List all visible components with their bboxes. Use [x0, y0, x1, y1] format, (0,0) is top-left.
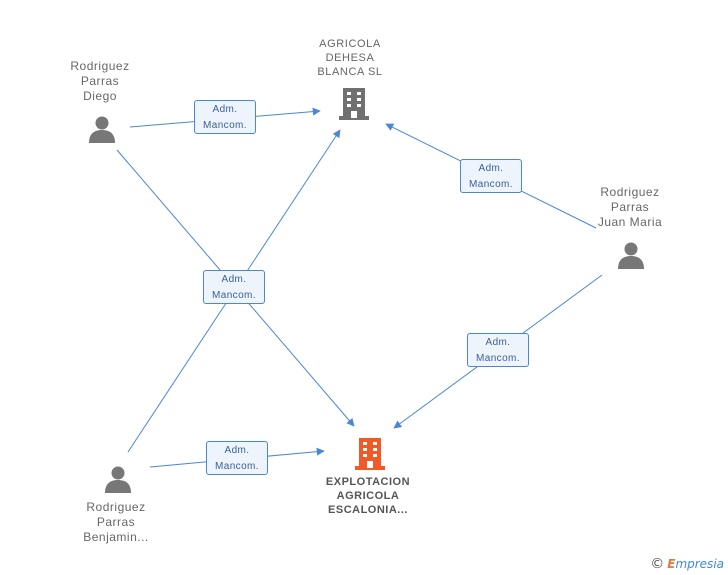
name-line: BLANCA SL: [317, 66, 383, 78]
copyright-icon: ©: [650, 556, 665, 572]
company-label-dehesa[interactable]: AGRICOLA DEHESA BLANCA SL: [295, 37, 405, 79]
name-line: Rodriguez: [70, 59, 130, 73]
role-line: Mancom.: [215, 461, 259, 472]
brand-name: mpresia: [675, 557, 724, 571]
name-line: Parras: [96, 515, 136, 529]
role-line: Mancom.: [469, 179, 513, 190]
building-icon-explotacion[interactable]: [354, 436, 386, 470]
name-line: Parras: [610, 200, 650, 214]
edge-label-juan-dehesa[interactable]: Adm. Mancom.: [460, 159, 522, 193]
name-line: EXPLOTACION: [325, 476, 411, 488]
company-label-explotacion[interactable]: EXPLOTACION AGRICOLA ESCALONIA...: [308, 475, 428, 517]
person-icon-juan[interactable]: [616, 241, 646, 269]
name-line: DEHESA: [325, 52, 375, 64]
role-line: Adm.: [485, 337, 511, 348]
edge-label-benjamin-explotacion[interactable]: Adm. Mancom.: [206, 441, 268, 475]
edge-label-juan-explotacion[interactable]: Adm. Mancom.: [467, 333, 529, 367]
role-line: Adm.: [212, 104, 238, 115]
person-icon-diego[interactable]: [87, 115, 117, 143]
brand-initial: E: [667, 557, 676, 571]
person-icon-benjamin[interactable]: [103, 465, 133, 493]
role-line: Adm.: [221, 274, 247, 285]
role-line: Adm.: [224, 445, 250, 456]
role-line: Adm.: [478, 163, 504, 174]
name-line: Benjamin...: [83, 530, 149, 544]
edge-label-diego-dehesa[interactable]: Adm. Mancom.: [194, 100, 256, 134]
name-line: Parras: [80, 74, 120, 88]
empresia-logo: ©Empresia: [650, 556, 724, 572]
name-line: AGRICOLA: [319, 38, 381, 50]
name-line: Rodriguez: [600, 185, 660, 199]
name-line: AGRICOLA: [336, 490, 400, 502]
role-line: Mancom.: [203, 120, 247, 131]
person-label-juan[interactable]: Rodriguez Parras Juan Maria: [580, 185, 680, 230]
person-label-benjamin[interactable]: Rodriguez Parras Benjamin...: [66, 500, 166, 545]
person-label-diego[interactable]: Rodriguez Parras Diego: [50, 59, 150, 104]
role-line: Mancom.: [212, 290, 256, 301]
name-line: Rodriguez: [86, 500, 146, 514]
name-line: ESCALONIA...: [328, 504, 408, 516]
name-line: Juan Maria: [597, 215, 663, 229]
building-icon-dehesa[interactable]: [338, 86, 370, 120]
role-line: Mancom.: [476, 353, 520, 364]
edge-label-center[interactable]: Adm. Mancom.: [203, 270, 265, 304]
name-line: Diego: [83, 89, 117, 103]
